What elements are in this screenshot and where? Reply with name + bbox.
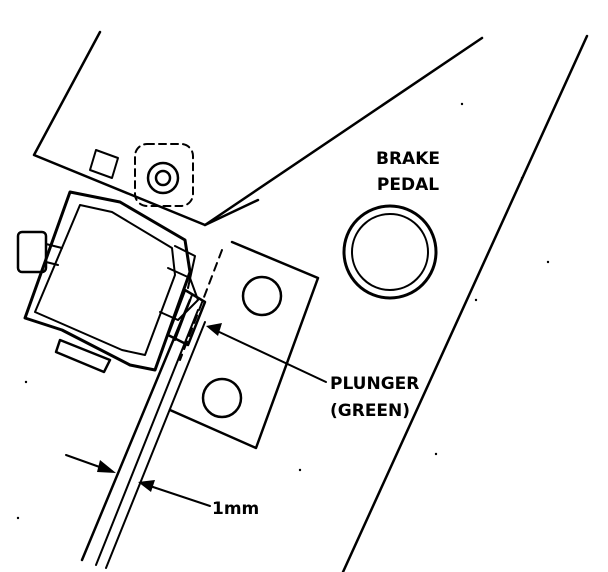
plunger-label-line2: (GREEN) — [330, 401, 410, 421]
pedal-arm — [32, 30, 589, 572]
gap-label: 1mm — [212, 499, 259, 519]
stud-nut — [89, 143, 194, 207]
plunger-label-line1: PLUNGER — [330, 374, 419, 394]
brake-pedal-label-line2: PEDAL — [377, 175, 439, 195]
gap-dimension — [65, 454, 211, 507]
brake-pedal-hole — [342, 204, 438, 300]
brake-pedal-label-line1: BRAKE — [376, 149, 440, 169]
scan-speckles — [16, 102, 550, 520]
brake-switch-body — [16, 190, 199, 374]
gap-reference-lines — [80, 249, 223, 569]
plunger-leader — [206, 323, 327, 383]
